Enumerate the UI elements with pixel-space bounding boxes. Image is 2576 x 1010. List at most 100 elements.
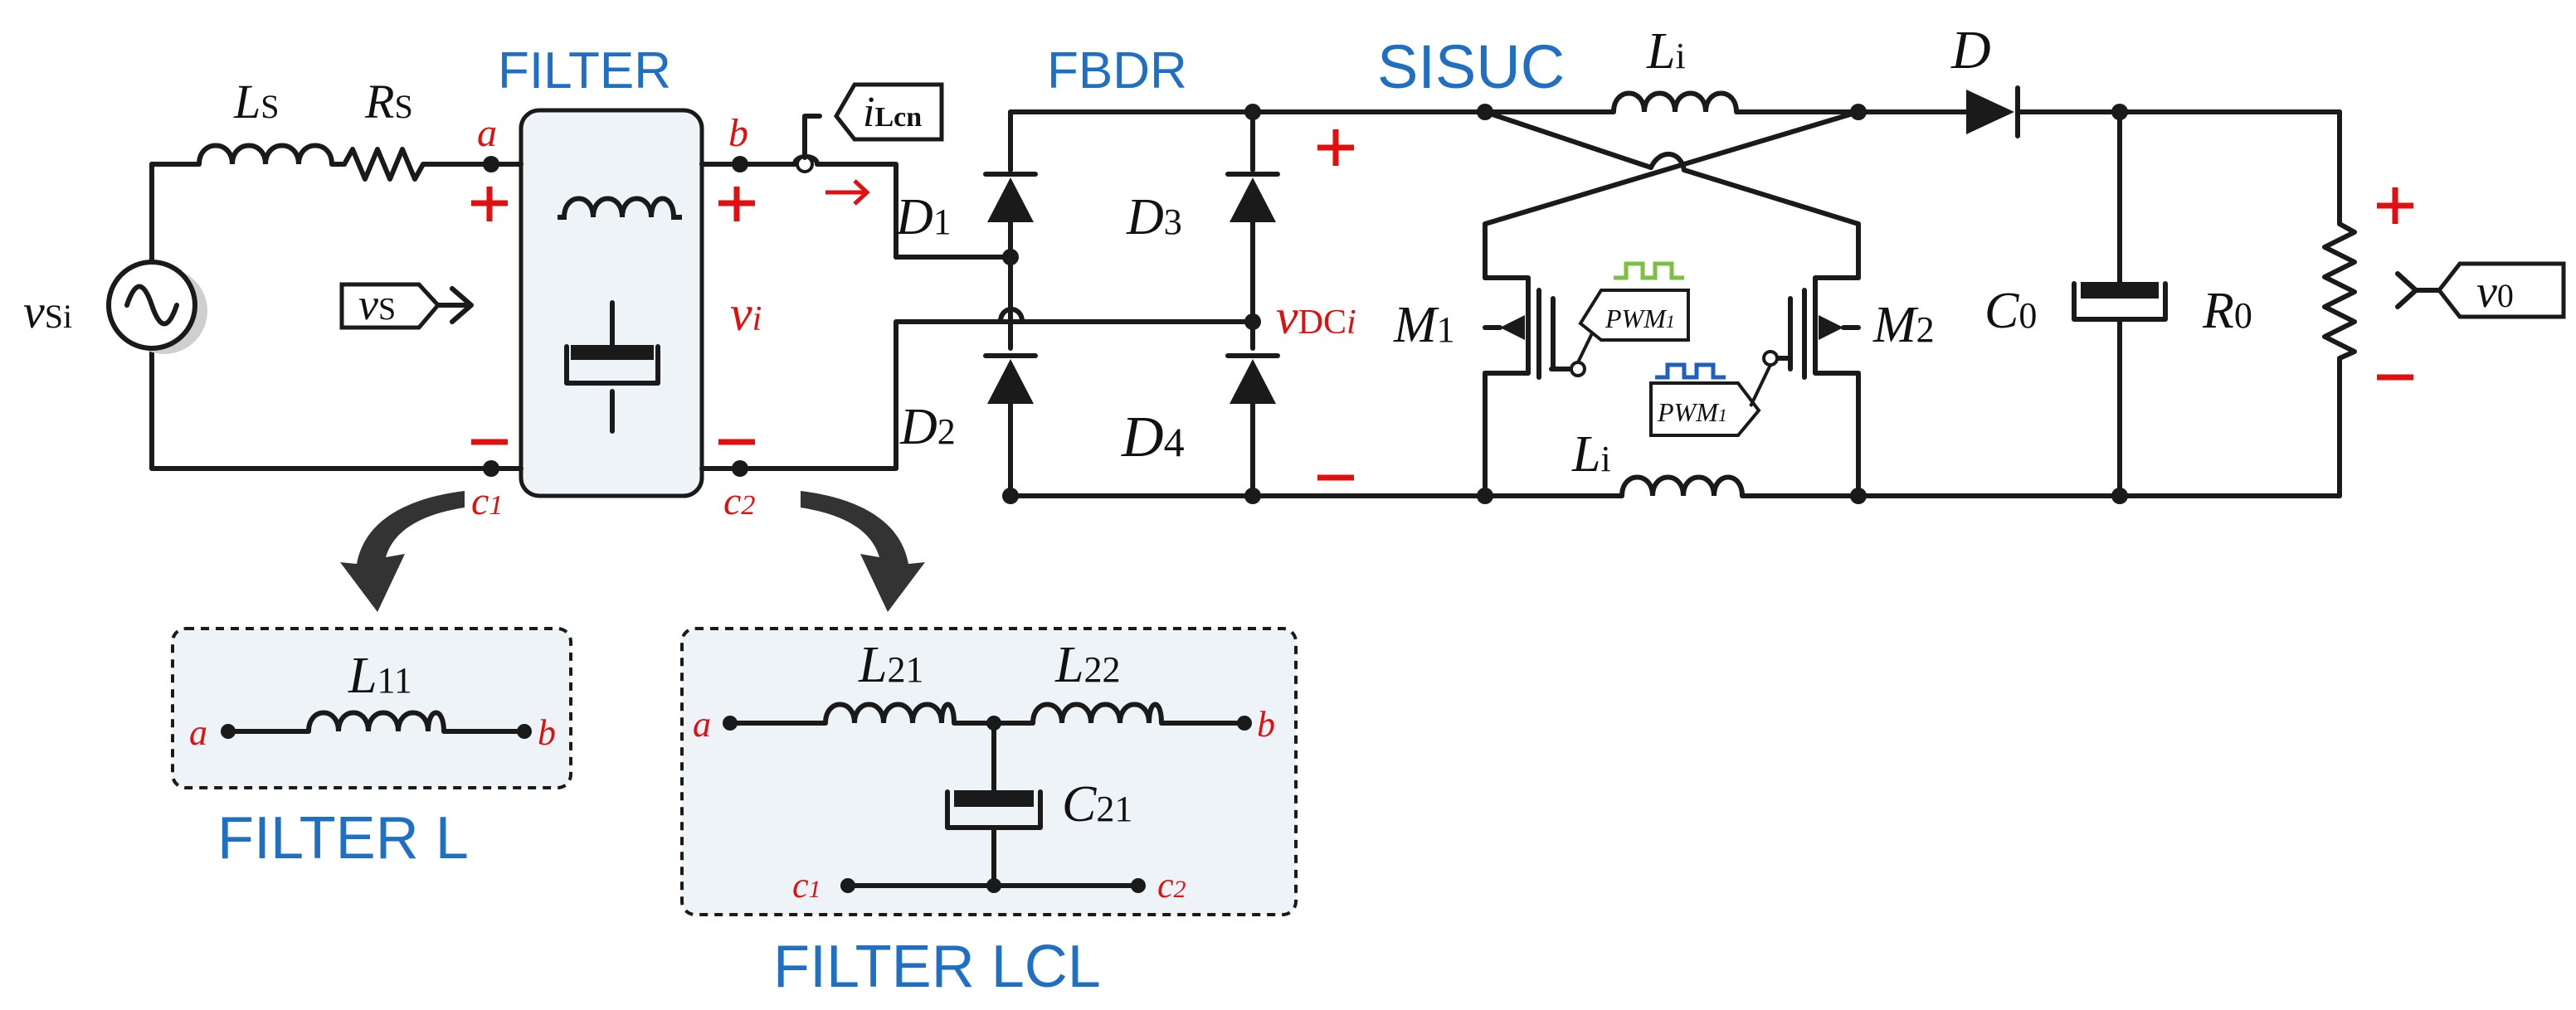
vs-probe-arrow	[436, 286, 474, 324]
lcl-a-label: a	[693, 704, 711, 745]
source-label: vSi	[23, 284, 72, 338]
li-bottom-inductor	[1619, 474, 1745, 497]
node-c1-dot	[483, 460, 499, 477]
node-a-label: a	[477, 111, 497, 155]
current-probe-lead	[802, 114, 822, 160]
node-tr	[1244, 104, 1261, 120]
m2-arrow	[1819, 315, 1843, 340]
out-plus	[2377, 187, 2413, 224]
node-c0-bottom	[2111, 488, 2128, 504]
m2-gate-node	[1762, 350, 1779, 367]
sine-wave-icon	[124, 284, 179, 327]
m1-gate	[1549, 296, 1556, 371]
m2-label: M2	[1872, 297, 1935, 353]
sisuc-block: SISUC Li D M1 PWM1	[1377, 20, 2342, 504]
filter-capacitor-icon	[564, 300, 660, 434]
node-right-mid	[1244, 313, 1261, 330]
d2-label: D2	[899, 399, 956, 455]
r0-label: R0	[2202, 283, 2252, 339]
c0-plate	[2081, 282, 2159, 299]
ls-label: LS	[233, 75, 280, 129]
c21-label: C21	[1062, 776, 1132, 833]
li-top-inductor	[1611, 90, 1739, 113]
pwm2-box	[1649, 381, 1761, 437]
filter-capacitor-plate	[571, 345, 654, 360]
cross-wire-2	[1483, 109, 1861, 280]
r0-resistor	[2322, 109, 2357, 498]
output-diode	[1966, 90, 2014, 134]
filter-l-b-label: b	[538, 712, 556, 753]
lcl-node-b	[1237, 716, 1252, 731]
expansion-arrows	[340, 491, 925, 612]
pwm1-waveform-icon	[1614, 261, 1684, 280]
filter-l-node-a	[221, 724, 236, 739]
node-c2-dot	[732, 460, 748, 477]
l21-inductor	[823, 702, 957, 724]
vs-probe-box	[339, 282, 441, 330]
l11-inductor	[306, 710, 446, 732]
node-bottom-m2	[1850, 488, 1867, 504]
node-b-label: b	[728, 111, 748, 155]
rs-label: RS	[364, 75, 413, 129]
d1-label: D1	[895, 189, 952, 245]
filter-title: FILTER	[498, 42, 671, 100]
lcl-c2-label: c2	[1157, 865, 1186, 906]
c0-cup	[2072, 281, 2168, 322]
lcl-node-c1	[840, 878, 855, 893]
filter-l-title: FILTER L	[217, 805, 469, 872]
dc-plus	[1317, 129, 1354, 166]
filter-l-box	[171, 627, 572, 789]
m1-arrow	[1500, 315, 1525, 340]
cross-wire-1	[1483, 109, 1653, 170]
node-br	[1244, 488, 1261, 504]
m1-body	[1483, 288, 1541, 380]
v0-probe-box	[2436, 261, 2566, 319]
node-c2-label: c2	[723, 479, 755, 523]
v0-probe-label: v0	[2476, 266, 2514, 318]
pwm2-waveform-icon	[1655, 362, 1726, 380]
filter-lcl-detail: a b L21 L22 C21 c1 c2 FILTER LCL	[680, 627, 1298, 1000]
sisuc-title: SISUC	[1377, 32, 1565, 101]
crossover-hop	[998, 307, 1025, 324]
filter-l-node-b	[517, 724, 532, 739]
vdc-label: vDCi	[1276, 289, 1356, 344]
node-a-dot	[483, 156, 499, 172]
node-left-mid	[1002, 249, 1019, 265]
pwm1-box	[1578, 289, 1690, 342]
lcl-c1-label: c1	[792, 865, 821, 906]
d3-label: D3	[1126, 189, 1182, 245]
wire-source-bottom	[149, 344, 494, 471]
d4-label: D4	[1121, 405, 1185, 469]
c0-label: C0	[1984, 283, 2037, 339]
m1-label: M1	[1393, 297, 1455, 353]
filter-l-a-label: a	[189, 712, 207, 753]
arrow-to-filter-lcl-icon	[801, 491, 925, 612]
ls-inductor	[197, 143, 334, 165]
output-diode-bar	[2015, 85, 2342, 138]
filter-lcl-box	[680, 627, 1298, 916]
arrow-to-filter-l-icon	[340, 491, 465, 612]
l22-inductor	[1030, 702, 1164, 724]
l21-label: L21	[858, 637, 923, 693]
output-section: C0 R0 v0	[1984, 104, 2566, 504]
vs-probe-label: vS	[358, 279, 396, 329]
vi-label: vi	[730, 286, 762, 341]
lcl-node-cap	[986, 878, 1001, 893]
current-probe-box	[833, 82, 944, 142]
filter-l-detail: a b L11 FILTER L	[171, 627, 572, 872]
li-top-label: Li	[1646, 23, 1686, 80]
li-bottom-label: Li	[1571, 426, 1611, 483]
m2-body	[1802, 288, 1861, 380]
cross-wire-1b	[1682, 168, 1861, 280]
pwm1-label: PWM1	[1605, 303, 1675, 333]
filter-inductor-icon	[558, 196, 682, 220]
node-c0-top	[2111, 104, 2128, 120]
m1-drain	[1483, 275, 1531, 297]
c21-cup	[945, 789, 1043, 830]
pwm1-lead	[1576, 331, 1595, 363]
current-probe-label: iLcn	[863, 89, 922, 136]
d4-diode	[1230, 359, 1276, 404]
pwm2-label: PWM1	[1657, 397, 1727, 427]
current-arrow-icon	[825, 179, 870, 206]
